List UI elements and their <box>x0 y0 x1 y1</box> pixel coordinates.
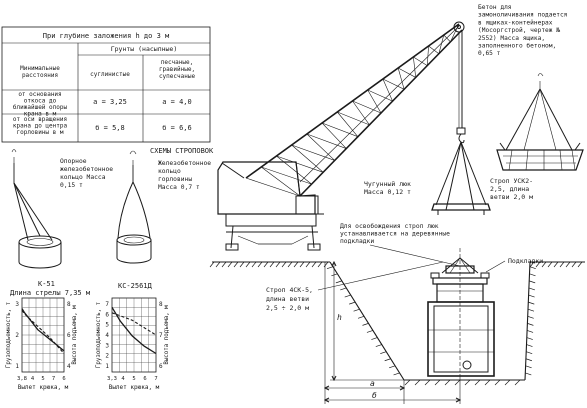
chart-x-tick-label: 4 <box>31 376 35 382</box>
distance-table: При глубине заложения h до 3 м Грунты (н… <box>1 26 211 143</box>
trench-section-drawing <box>209 248 585 404</box>
chart-left-tick-label: 2 <box>105 353 109 360</box>
chart-x-tick-label: 7 <box>154 376 157 382</box>
sling-4sk-leader <box>317 261 444 291</box>
table-row-1-value-1: а = 3,25 <box>93 98 127 106</box>
dimension-a: а <box>370 379 375 388</box>
table-row-2-value-2: б = 6,6 <box>162 124 192 132</box>
chart-left-tick-label: 6 <box>105 311 109 318</box>
chart-right-tick-label: 7 <box>159 332 163 339</box>
chart-x-axis-label: Вылет крюка, м <box>109 384 160 391</box>
chart-right-tick-label: 6 <box>67 332 71 339</box>
chart-left-tick-label: 3 <box>15 301 19 308</box>
chart-right-tick-label: 4 <box>67 363 71 370</box>
chart-right-axis-label: Высота подъема, м <box>72 305 78 365</box>
chart-left-axis-label: Грузоподъемность, т <box>6 302 12 368</box>
chart-left-tick-label: 2 <box>15 332 19 339</box>
chart-right-tick-label: 8 <box>67 301 71 308</box>
chart-left-axis-label: Грузоподъемность, т <box>96 302 102 368</box>
chart-x-tick-label: 6 <box>62 376 65 382</box>
pads-leader <box>485 260 506 273</box>
chart-left-tick-label: 3 <box>105 342 109 349</box>
chart-left-tick-label: 4 <box>105 332 109 339</box>
chart-left-tick-label: 5 <box>105 322 109 329</box>
table-col-1-header: суглинистые <box>90 71 130 78</box>
concrete-container-drawing <box>496 73 584 171</box>
chart-x-tick-label: 5 <box>41 376 44 382</box>
chart-left-tick-label: 7 <box>105 301 109 308</box>
table-row-2-value-1: б = 5,8 <box>95 124 125 132</box>
chart-x-axis-label: Вылет крюка, м <box>18 384 69 391</box>
chart-1-model: К-51 <box>38 280 55 288</box>
chart-right-tick-label: 8 <box>159 301 163 308</box>
chart-right-axis-label: Высота подъема, м <box>164 305 170 365</box>
chart-x-tick-label: 3,8 <box>17 376 27 382</box>
chart-series-capacity-line <box>111 306 157 355</box>
table-col-2-header: песчаные,гравийные,супесчаные <box>159 59 196 80</box>
chart-series-height-line <box>111 312 157 336</box>
table-title: При глубине заложения h до 3 м <box>43 32 170 40</box>
right-ring-sling-drawing <box>116 150 152 264</box>
dimension-b: б <box>372 390 377 400</box>
release-note-leader <box>369 244 461 267</box>
chart-x-tick-label: 6 <box>143 376 146 382</box>
dimension-h: h <box>337 313 342 322</box>
hatch-sling-drawing <box>431 141 491 215</box>
chart-x-tick-label: 5 <box>132 376 135 382</box>
chart-x-tick-label: 4 <box>121 376 125 382</box>
chart-x-tick-label: 3,3 <box>107 376 117 382</box>
chart-left-tick-label: 1 <box>105 363 109 370</box>
crane-drawing <box>217 21 466 251</box>
slings-heading: СХЕМЫ СТРОПОВОК <box>150 147 214 155</box>
chart-right-tick-label: 6 <box>159 363 163 370</box>
chart-x-tick-label: 7 <box>52 376 55 382</box>
chart-series-height-line <box>21 309 65 354</box>
table-row-1-value-2: а = 4,0 <box>162 98 192 106</box>
chart-left-tick-label: 1 <box>15 363 19 370</box>
chart-2-model: КС-2561Д <box>118 282 153 290</box>
table-col-group: Грунты (насыпные) <box>111 45 178 53</box>
chart-1-boom-length: Длина стрелы 7,35 м <box>10 289 91 297</box>
left-ring-sling-drawing <box>11 149 62 269</box>
pads-label: Подкладки <box>508 257 543 265</box>
